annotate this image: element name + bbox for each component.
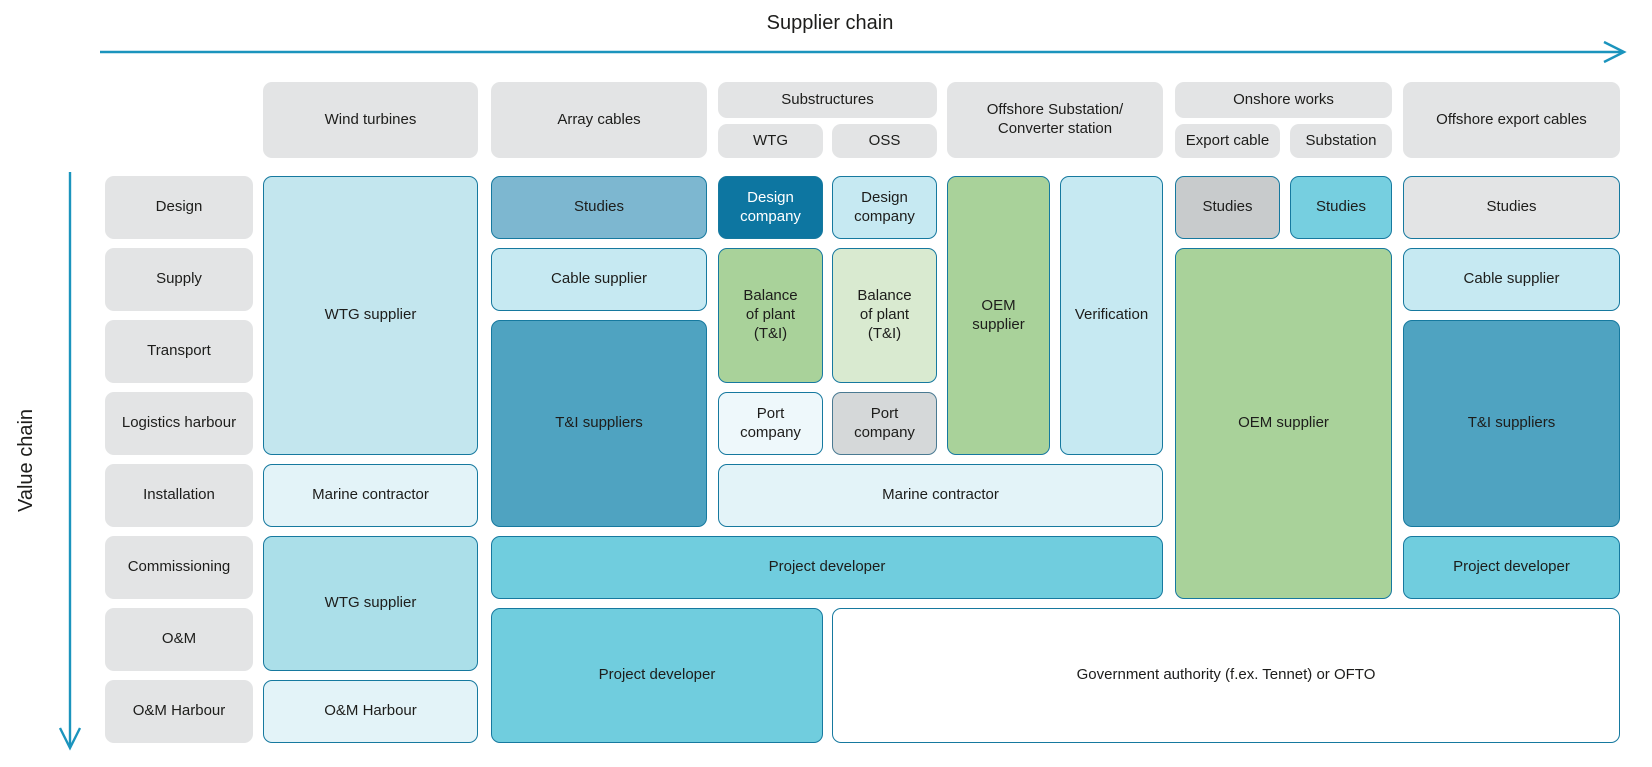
- cell-export-project-developer: Project developer: [1403, 536, 1620, 599]
- cell-offsub-verification: Verification: [1060, 176, 1163, 455]
- column-subheader-export-cable: Export cable: [1175, 124, 1280, 158]
- cell-export-cable-supplier: Cable supplier: [1403, 248, 1620, 311]
- column-header-substructures: Substructures: [718, 82, 937, 118]
- cell-wind-wtg-supplier: WTG supplier: [263, 176, 478, 455]
- column-header-offshore-export-cables: Offshore export cables: [1403, 82, 1620, 158]
- cell-array-studies: Studies: [491, 176, 707, 239]
- cell-wind-marine-contractor: Marine contractor: [263, 464, 478, 527]
- cell-wind-om-harbour: O&M Harbour: [263, 680, 478, 743]
- supplier-chain-arrow: [100, 40, 1627, 64]
- row-label-om-harbour: O&M Harbour: [105, 680, 253, 743]
- cell-sub-oss-balance-of-plant: Balance of plant (T&I): [832, 248, 937, 383]
- value-chain-arrow: [58, 172, 82, 751]
- cell-export-ti-suppliers: T&I suppliers: [1403, 320, 1620, 527]
- value-chain-title: Value chain: [15, 408, 38, 512]
- cell-sub-wtg-design-company: Design company: [718, 176, 823, 239]
- supplier-chain-title: Supplier chain: [766, 12, 894, 34]
- row-label-commissioning: Commissioning: [105, 536, 253, 599]
- cell-marine-contractor-span: Marine contractor: [718, 464, 1163, 527]
- column-header-offshore-substation: Offshore Substation/ Converter station: [947, 82, 1163, 158]
- cell-onshore-studies-substation: Studies: [1290, 176, 1392, 239]
- column-subheader-substructures-wtg: WTG: [718, 124, 823, 158]
- column-subheader-substation: Substation: [1290, 124, 1392, 158]
- cell-array-cable-supplier: Cable supplier: [491, 248, 707, 311]
- row-label-om: O&M: [105, 608, 253, 671]
- cell-sub-oss-port-company: Port company: [832, 392, 937, 455]
- row-label-design: Design: [105, 176, 253, 239]
- cell-onshore-studies-export: Studies: [1175, 176, 1280, 239]
- cell-array-ti-suppliers: T&I suppliers: [491, 320, 707, 527]
- column-header-onshore-works: Onshore works: [1175, 82, 1392, 118]
- cell-offsub-oem-supplier: OEM supplier: [947, 176, 1050, 455]
- column-header-array-cables: Array cables: [491, 82, 707, 158]
- cell-project-developer-om: Project developer: [491, 608, 823, 743]
- cell-onshore-oem-supplier: OEM supplier: [1175, 248, 1392, 599]
- row-label-transport: Transport: [105, 320, 253, 383]
- cell-government-authority: Government authority (f.ex. Tennet) or O…: [832, 608, 1620, 743]
- cell-wind-wtg-supplier-om: WTG supplier: [263, 536, 478, 671]
- cell-project-developer-span: Project developer: [491, 536, 1163, 599]
- row-label-logistics-harbour: Logistics harbour: [105, 392, 253, 455]
- column-header-wind-turbines: Wind turbines: [263, 82, 478, 158]
- cell-export-studies: Studies: [1403, 176, 1620, 239]
- row-label-installation: Installation: [105, 464, 253, 527]
- cell-sub-wtg-port-company: Port company: [718, 392, 823, 455]
- column-subheader-substructures-oss: OSS: [832, 124, 937, 158]
- row-label-supply: Supply: [105, 248, 253, 311]
- cell-sub-wtg-balance-of-plant: Balance of plant (T&I): [718, 248, 823, 383]
- cell-sub-oss-design-company: Design company: [832, 176, 937, 239]
